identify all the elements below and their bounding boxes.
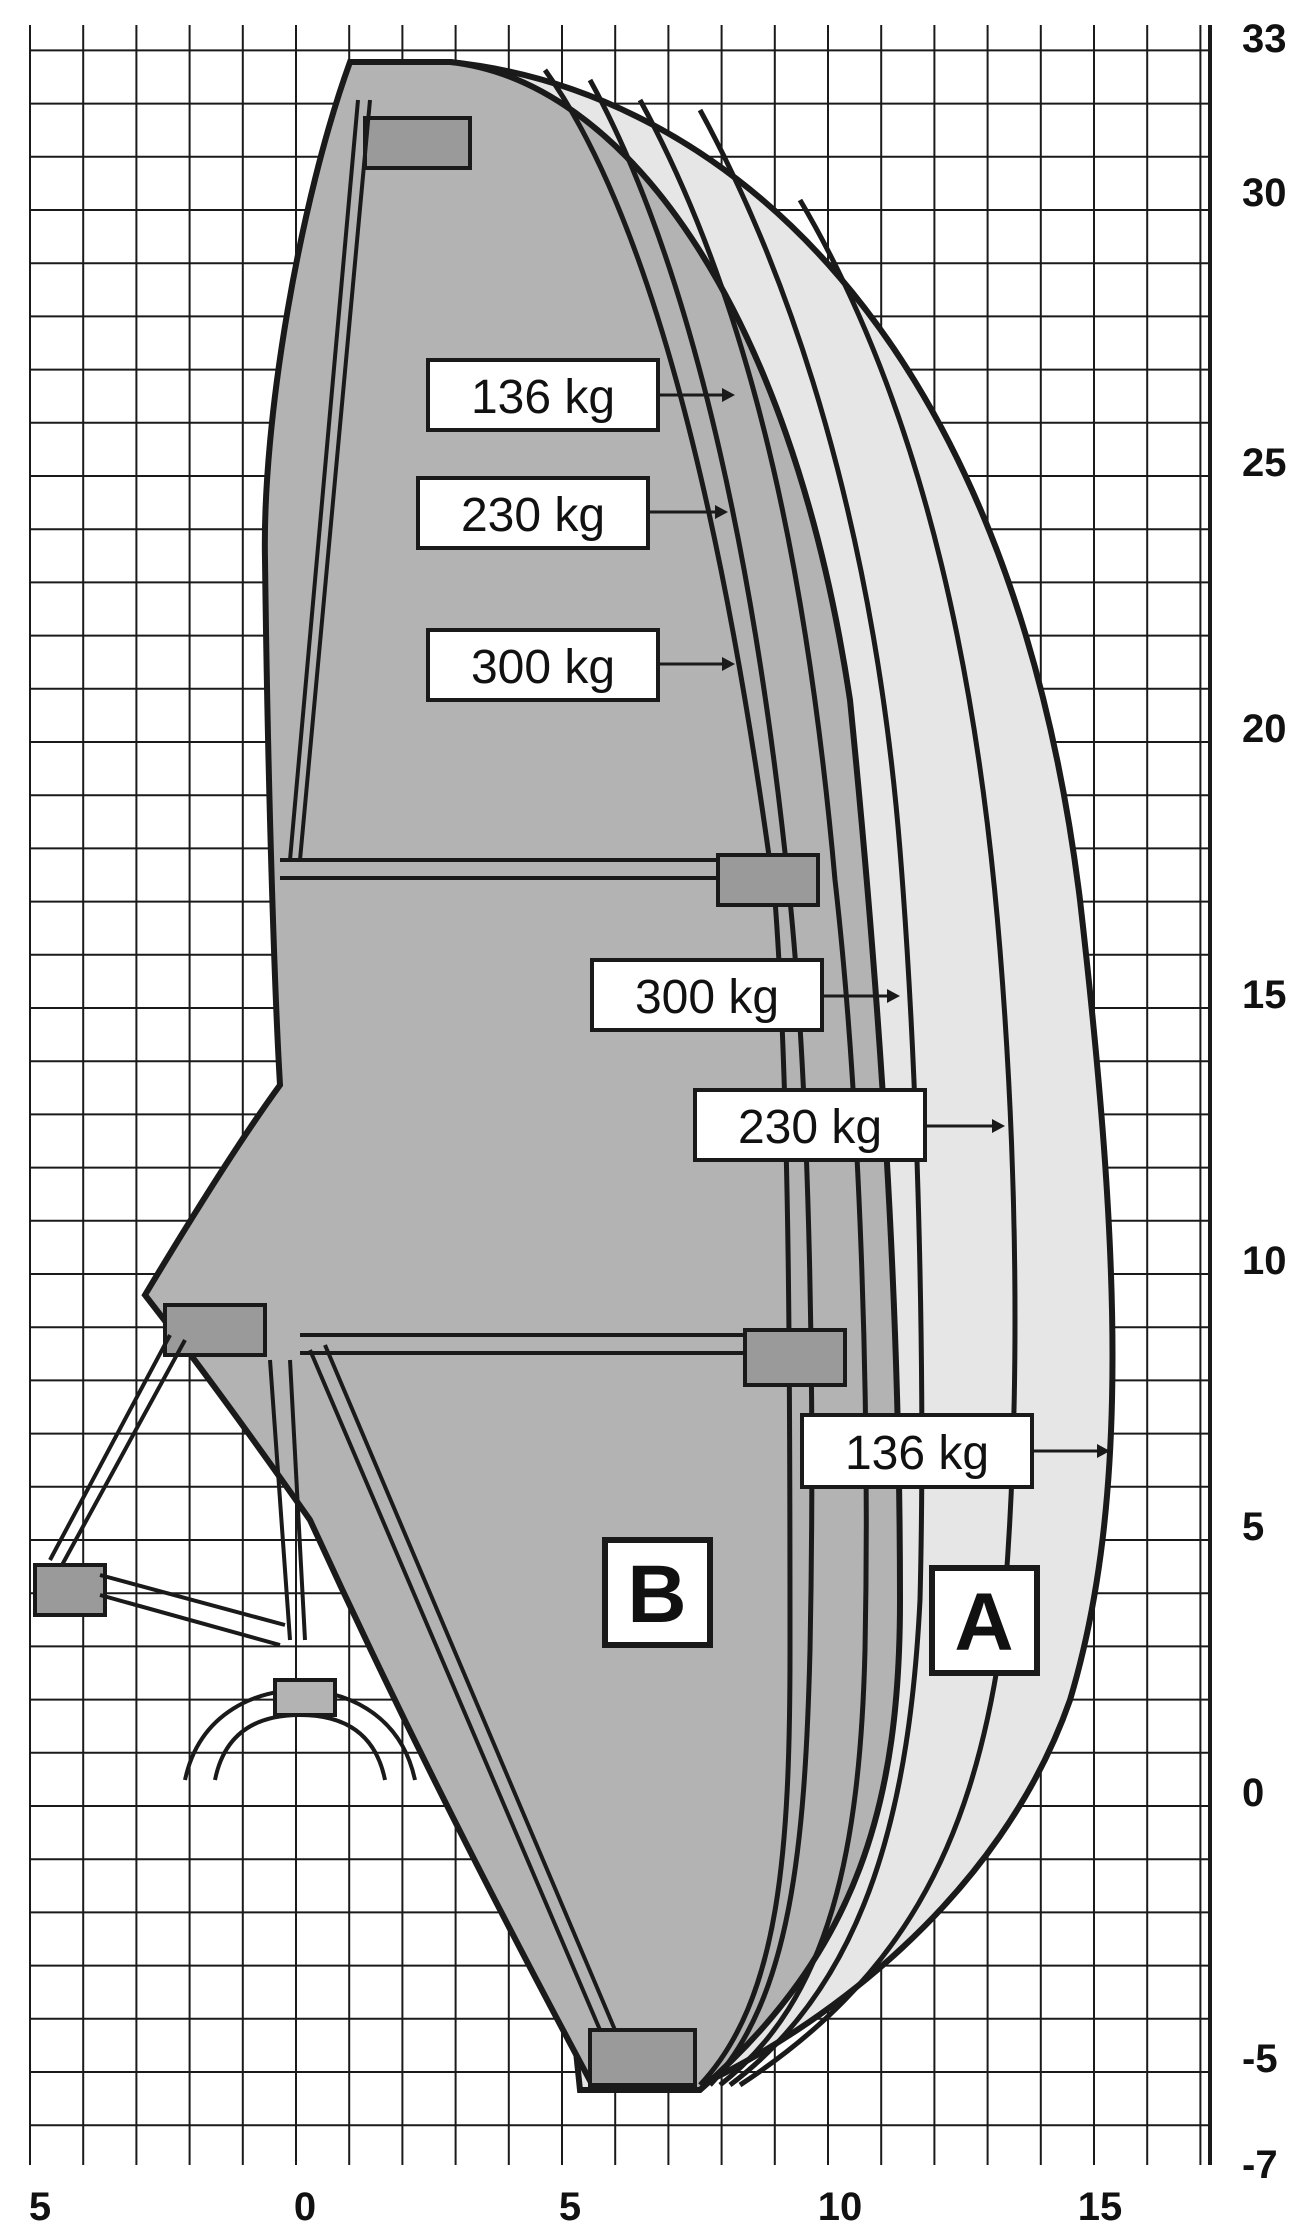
zone-labels: B A <box>602 1537 1040 1676</box>
y-tick: -5 <box>1242 2037 1278 2081</box>
y-tick: 30 <box>1242 171 1287 215</box>
y-tick: 15 <box>1242 973 1287 1017</box>
y-tick: -7 <box>1242 2143 1278 2187</box>
curve-136kg-inner <box>697 108 925 2087</box>
x-tick: 10 <box>818 2185 863 2224</box>
label-mid-300: 300 kg <box>590 958 900 1032</box>
label-lower-136: 136 kg <box>800 1413 1110 1489</box>
x-tick: 0 <box>294 2185 316 2224</box>
platform-bottom <box>588 2028 697 2087</box>
machine-sketch <box>33 99 847 2087</box>
platform-far-left <box>33 1563 107 1617</box>
x-axis-ticks: 5 0 5 10 15 <box>29 2185 1122 2224</box>
label-upper-136-text: 136 kg <box>471 371 615 424</box>
zone-b-label: B <box>627 1549 686 1640</box>
x-tick: 15 <box>1078 2185 1123 2224</box>
zone-a-label: A <box>954 1577 1013 1668</box>
load-labels: 136 kg 230 kg 300 kg 300 kg 230 kg <box>416 358 1110 1489</box>
platform-mid-lower <box>743 1328 847 1387</box>
label-upper-230: 230 kg <box>416 476 728 550</box>
platform-top <box>363 116 472 170</box>
label-mid-230: 230 kg <box>693 1088 1005 1162</box>
load-curves <box>542 68 1018 2088</box>
label-mid-300-text: 300 kg <box>635 971 779 1024</box>
y-tick: 5 <box>1242 1505 1264 1549</box>
y-tick: 10 <box>1242 1239 1287 1283</box>
y-tick: 25 <box>1242 441 1287 485</box>
y-axis-ticks: 33 30 25 20 15 10 5 0 -5 -7 <box>1242 17 1287 2187</box>
x-tick: 5 <box>559 2185 581 2224</box>
label-lower-136-text: 136 kg <box>845 1427 989 1480</box>
y-tick: 20 <box>1242 707 1287 751</box>
label-upper-300: 300 kg <box>426 628 735 702</box>
curve-136kg-mid <box>738 198 1018 2088</box>
x-tick: 5 <box>29 2185 51 2224</box>
platform-mid-upper <box>716 853 820 907</box>
label-upper-300-text: 300 kg <box>471 641 615 694</box>
label-upper-136: 136 kg <box>426 358 735 432</box>
label-upper-230-text: 230 kg <box>461 489 605 542</box>
curve-230kg <box>637 98 869 2087</box>
y-tick: 0 <box>1242 1771 1264 1815</box>
label-mid-230-text: 230 kg <box>738 1101 882 1154</box>
y-tick: 33 <box>1242 17 1287 61</box>
